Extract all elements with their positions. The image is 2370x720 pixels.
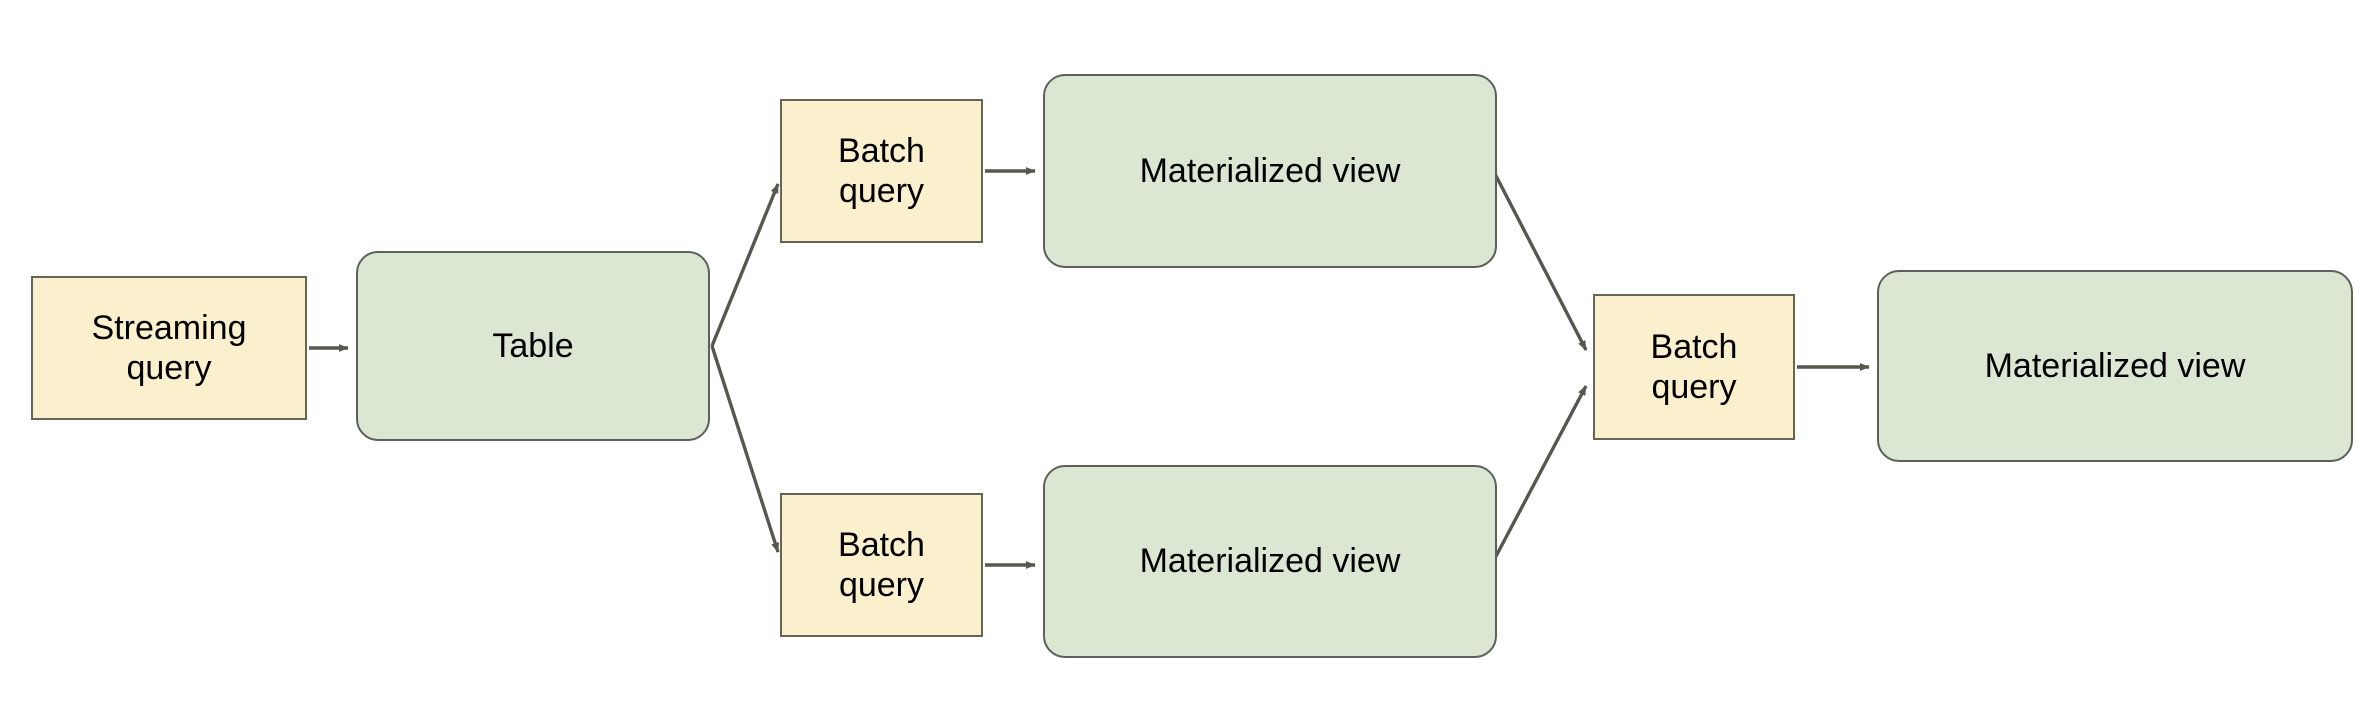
node-batch-query-bottom[interactable]: Batch query: [780, 493, 983, 637]
node-label: Batch query: [838, 525, 925, 604]
node-materialized-view-bottom[interactable]: Materialized view: [1043, 465, 1497, 658]
node-batch-query-top[interactable]: Batch query: [780, 99, 983, 243]
node-label: Batch query: [838, 131, 925, 210]
edge-mv-bottom-to-batch-merge: [1492, 385, 1588, 561]
node-materialized-view-final[interactable]: Materialized view: [1877, 270, 2353, 462]
node-batch-query-merge[interactable]: Batch query: [1593, 294, 1795, 440]
node-label: Materialized view: [1139, 542, 1401, 581]
edge-mv-top-to-batch-merge: [1492, 171, 1588, 351]
node-materialized-view-top[interactable]: Materialized view: [1043, 74, 1497, 268]
edge-table-to-batch-top: [710, 183, 780, 347]
node-label: Streaming query: [91, 308, 247, 387]
node-label: Batch query: [1650, 327, 1738, 406]
node-label: Table: [492, 326, 574, 365]
node-table[interactable]: Table: [356, 251, 710, 441]
node-label: Materialized view: [1984, 346, 2246, 385]
node-streaming-query[interactable]: Streaming query: [31, 276, 307, 420]
edge-table-to-batch-bottom: [710, 345, 780, 553]
node-label: Materialized view: [1139, 151, 1401, 190]
